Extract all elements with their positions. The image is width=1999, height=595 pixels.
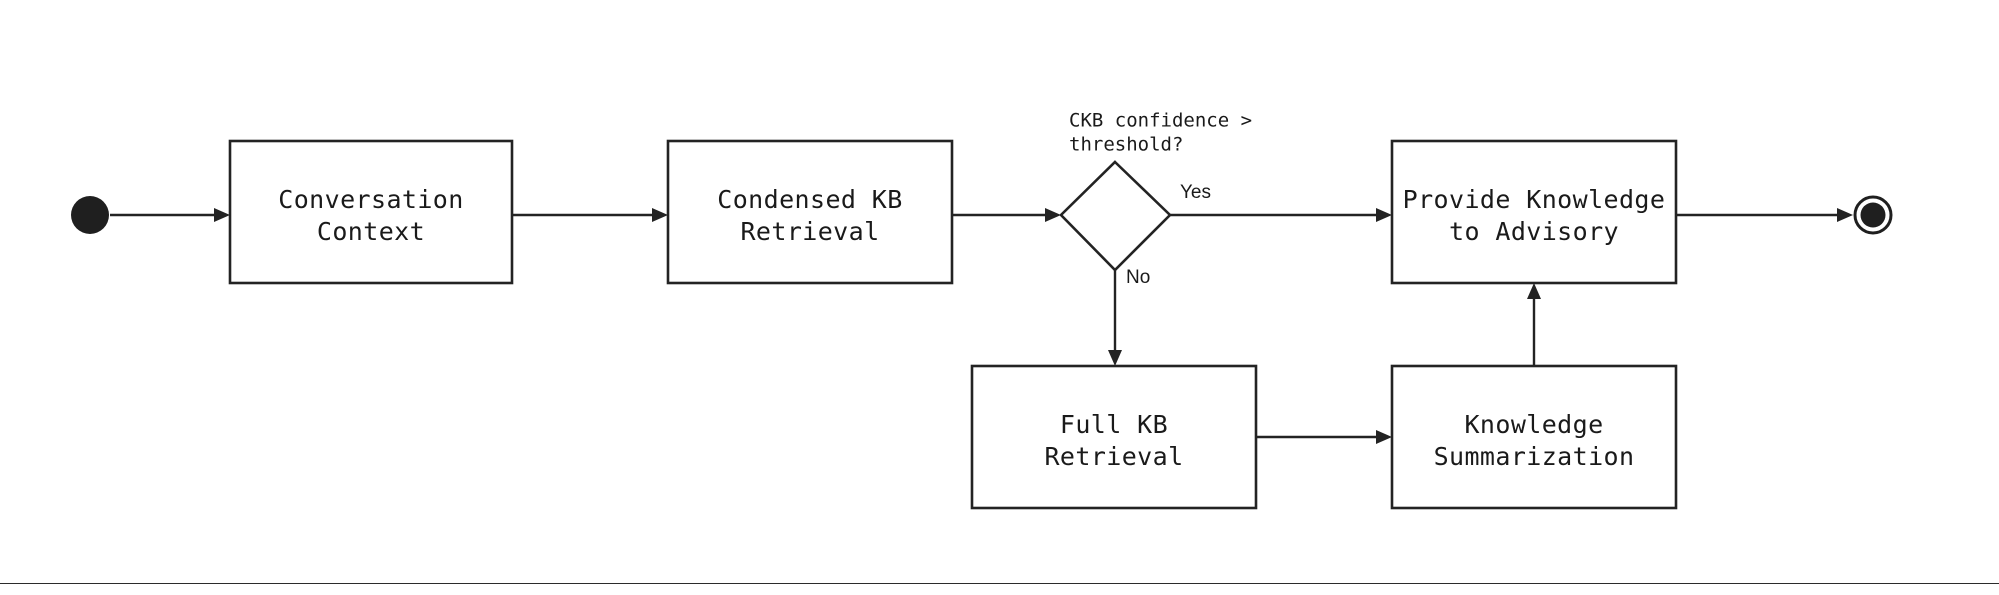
edge-label-yes: Yes xyxy=(1180,182,1211,203)
node-knowledge-summarization-label-line2: Summarization xyxy=(1434,442,1635,471)
edge-start-to-conversation-context xyxy=(110,208,230,222)
node-condensed-kb-retrieval-label-line1: Condensed KB xyxy=(717,185,902,214)
node-full-kb-retrieval-label-line2: Retrieval xyxy=(1044,442,1183,471)
decision-caption-line2: threshold? xyxy=(1069,134,1183,156)
node-full-kb-retrieval-label-line1: Full KB xyxy=(1060,410,1168,439)
edge-knowledge-summarization-to-provide-knowledge xyxy=(1527,283,1541,366)
edge-decision-no-to-full-kb-retrieval: No xyxy=(1108,267,1150,366)
end-node[interactable] xyxy=(1853,195,1893,235)
edge-provide-knowledge-to-end xyxy=(1676,208,1853,222)
node-conversation-context-label-line1: Conversation xyxy=(278,185,463,214)
node-provide-knowledge-to-advisory[interactable]: Provide Knowledge to Advisory xyxy=(1390,139,1678,285)
decision-caption: CKB confidence > threshold? xyxy=(1069,110,1252,156)
edge-full-kb-retrieval-to-knowledge-summarization xyxy=(1256,430,1392,444)
edge-label-no: No xyxy=(1126,267,1150,288)
node-provide-knowledge-label-line1: Provide Knowledge xyxy=(1403,185,1666,214)
start-node[interactable] xyxy=(71,196,109,234)
node-conversation-context[interactable]: Conversation Context xyxy=(228,139,514,285)
node-full-kb-retrieval[interactable]: Full KB Retrieval xyxy=(970,364,1258,510)
node-condensed-kb-retrieval[interactable]: Condensed KB Retrieval xyxy=(666,139,954,285)
edge-condensed-kb-retrieval-to-decision xyxy=(952,208,1061,222)
edge-decision-yes-to-provide-knowledge: Yes xyxy=(1170,182,1392,222)
node-knowledge-summarization-label-line1: Knowledge xyxy=(1464,410,1603,439)
node-provide-knowledge-label-line2: to Advisory xyxy=(1449,217,1619,246)
footer-divider xyxy=(0,583,1999,584)
node-condensed-kb-retrieval-label-line2: Retrieval xyxy=(740,217,879,246)
decision-caption-line1: CKB confidence > xyxy=(1069,110,1252,132)
edge-conversation-context-to-condensed-kb-retrieval xyxy=(512,208,668,222)
node-conversation-context-label-line2: Context xyxy=(317,217,425,246)
node-knowledge-summarization[interactable]: Knowledge Summarization xyxy=(1390,364,1678,510)
decision-ckb-confidence[interactable] xyxy=(1059,160,1172,272)
